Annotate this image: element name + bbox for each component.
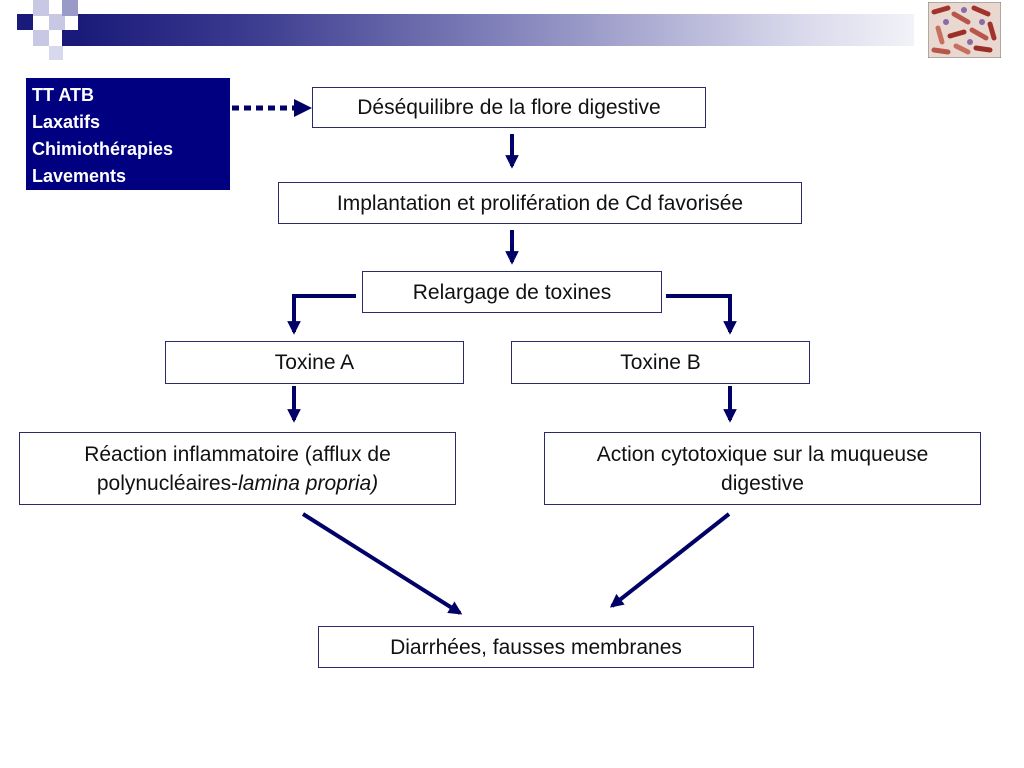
decorative-square xyxy=(33,0,49,16)
reaction-text-italic: lamina propria) xyxy=(238,471,379,495)
causes-box: TT ATB Laxatifs Chimiothérapies Lavement… xyxy=(26,78,230,190)
box-desequilibre: Déséquilibre de la flore digestive xyxy=(312,87,706,128)
header-gradient-bar xyxy=(78,14,914,46)
box-toxine-b: Toxine B xyxy=(511,341,810,384)
box-implantation: Implantation et prolifération de Cd favo… xyxy=(278,182,802,224)
cause-laxatifs: Laxatifs xyxy=(32,112,101,132)
cause-tt-atb: TT ATB xyxy=(32,85,94,105)
cause-chimiotherapies: Chimiothérapies xyxy=(32,139,174,159)
arrow-action-diarrhees xyxy=(609,512,731,608)
arrow-relargage-toxine-b xyxy=(666,294,737,335)
decorative-square xyxy=(49,46,63,60)
decorative-square xyxy=(17,14,33,30)
arrow-relargage-toxine-a xyxy=(287,294,356,335)
decorative-square xyxy=(49,14,65,30)
bacteria-micrograph-icon xyxy=(927,1,1002,59)
decorative-square xyxy=(62,30,78,46)
box-relargage: Relargage de toxines xyxy=(362,271,662,313)
header-decoration xyxy=(0,0,1024,60)
reaction-text: Réaction inflammatoire (afflux de polynu… xyxy=(20,440,455,498)
decorative-square xyxy=(62,0,78,16)
box-toxine-a: Toxine A xyxy=(165,341,464,384)
reaction-text-main: Réaction inflammatoire (afflux de polynu… xyxy=(84,442,391,495)
arrow-reaction-diarrhees xyxy=(301,512,463,615)
decorative-square xyxy=(33,30,49,46)
box-diarrhees: Diarrhées, fausses membranes xyxy=(318,626,754,668)
box-action-cytotoxique: Action cytotoxique sur la muqueuse diges… xyxy=(544,432,981,505)
cause-lavements: Lavements xyxy=(32,166,127,186)
dotted-arrow-head xyxy=(294,99,312,117)
box-reaction-inflammatoire: Réaction inflammatoire (afflux de polynu… xyxy=(19,432,456,505)
